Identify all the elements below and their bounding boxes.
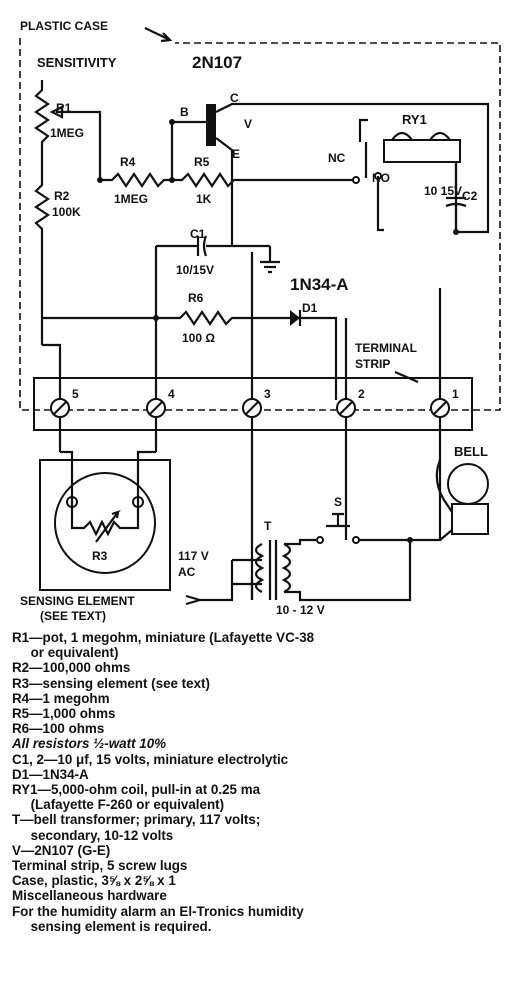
- terminal-screws: [50, 398, 450, 418]
- r1-value: 1MEG: [50, 126, 84, 140]
- ac-label-2: AC: [178, 565, 196, 579]
- r6-label: R6: [188, 291, 204, 305]
- bell-label: BELL: [454, 444, 488, 459]
- v-label: V: [244, 117, 252, 131]
- parts-list-item: R3—sensing element (see text): [12, 675, 210, 691]
- r3-arrow: [95, 509, 121, 543]
- diode-type-label: 1N34-A: [290, 275, 349, 294]
- secondary-label: 10 - 12 V: [276, 603, 325, 617]
- c2-value: 10 15V: [424, 184, 462, 198]
- sensing-element-label-1: SENSING ELEMENT: [20, 594, 135, 608]
- terminal-2-label: 2: [358, 387, 365, 401]
- r6-resistor: [42, 310, 290, 326]
- ground-symbol: [154, 246, 280, 318]
- parts-list: R1—pot, 1 megohm, miniature (Lafayette V…: [12, 630, 512, 934]
- nc-label: NC: [328, 151, 346, 165]
- parts-list-item: R5—1,000 ohms: [12, 706, 116, 722]
- terminal-strip-label-2: STRIP: [355, 357, 390, 371]
- r6-value: 100 Ω: [182, 331, 215, 345]
- transistor-title: 2N107: [192, 53, 242, 72]
- r5-value: 1K: [196, 192, 212, 206]
- bell-body: [451, 503, 489, 535]
- terminal-upper-wires: [42, 252, 442, 399]
- d1-diode: [290, 310, 300, 326]
- parts-list-item: Miscellaneous hardware: [12, 888, 167, 904]
- r4-label: R4: [120, 155, 136, 169]
- r4-r5-resistors: [100, 172, 356, 188]
- wiper-wire: [56, 110, 102, 180]
- terminal-1-label: 1: [452, 387, 459, 401]
- r2-value: 100K: [52, 205, 81, 219]
- parts-list-item: R2—100,000 ohms: [12, 660, 131, 676]
- parts-list-item: C1, 2—10 μf, 15 volts, miniature electro…: [12, 751, 289, 767]
- collector-label: C: [230, 91, 239, 105]
- parts-list-item: R4—1 megohm: [12, 690, 110, 706]
- transformer-label: T: [264, 519, 272, 533]
- terminal-lower-wires: [58, 417, 442, 600]
- c2-capacitor: [445, 162, 467, 232]
- sensing-element-circle: [54, 472, 156, 574]
- ac-label-1: 117 V: [178, 549, 209, 563]
- ac-arrow: [185, 594, 201, 606]
- primary-wires: [200, 558, 262, 602]
- plastic-case-label: PLASTIC CASE: [20, 19, 108, 33]
- bell-wires: [435, 459, 453, 541]
- terminal-5-label: 5: [72, 387, 79, 401]
- parts-list-item: secondary, 10-12 volts: [12, 827, 174, 843]
- switch-s: [326, 512, 410, 542]
- relay-coil-loops: [391, 131, 451, 141]
- case-pointer: [144, 27, 173, 43]
- sensitivity-label: SENSITIVITY: [37, 55, 117, 70]
- r5-label: R5: [194, 155, 210, 169]
- schematic-diagram: PLASTIC CASE SENSITIVITY 2N107 R1 1MEG R…: [19, 19, 501, 623]
- switch-label: S: [334, 495, 342, 509]
- parts-list-item: R1—pot, 1 megohm, miniature (Lafayette V…: [12, 630, 315, 645]
- c1-label: C1: [190, 227, 206, 241]
- emitter-label: E: [232, 147, 240, 161]
- parts-list-item: Terminal strip, 5 screw lugs: [12, 858, 188, 874]
- transistor-base-bar: [206, 104, 216, 146]
- r3-label: R3: [92, 549, 108, 563]
- secondary-wires: [284, 538, 412, 602]
- terminal-strip-label-1: TERMINAL: [355, 341, 417, 355]
- parts-list-item: All resistors ½-watt 10%: [12, 736, 167, 752]
- plastic-case-outline: [19, 38, 501, 411]
- c2-label: C2: [462, 189, 478, 203]
- parts-list-item: (Lafayette F-260 or equivalent): [12, 797, 225, 813]
- parts-list-item: RY1—5,000-ohm coil, pull-in at 0.25 ma: [12, 782, 261, 798]
- parts-list-item: Case, plastic, 3⅝ x 2⅝ x 1: [12, 873, 176, 889]
- c1-capacitor: [156, 180, 234, 257]
- parts-list-item: T—bell transformer; primary, 117 volts;: [12, 812, 261, 828]
- parts-list-item: R6—100 ohms: [12, 721, 105, 737]
- parts-list-item: or equivalent): [12, 645, 119, 661]
- terminal-3-label: 3: [264, 387, 271, 401]
- sensing-element-box: [39, 459, 171, 591]
- d1-label: D1: [302, 301, 318, 315]
- c1-value: 10/15V: [176, 263, 214, 277]
- r1-r2-resistors: [34, 80, 50, 345]
- sensing-element-label-2: (SEE TEXT): [40, 609, 106, 623]
- parts-list-item: V—2N107 (G-E): [12, 842, 111, 858]
- diode-wire: [298, 310, 338, 400]
- ry1-label: RY1: [402, 112, 427, 127]
- base-label: B: [180, 105, 189, 119]
- relay-coil: [383, 139, 461, 163]
- r3-resistor: [60, 450, 156, 537]
- collector-emitter-leads: [215, 102, 238, 180]
- parts-list-item: D1—1N34-A: [12, 766, 89, 782]
- collector-wire: [238, 102, 490, 234]
- transformer-secondary: [281, 543, 292, 593]
- r4-value: 1MEG: [114, 192, 148, 206]
- parts-list-item: sensing element is required.: [12, 918, 212, 934]
- relay-armature: [358, 118, 368, 178]
- terminal-4-label: 4: [168, 387, 175, 401]
- r2-label: R2: [54, 189, 70, 203]
- parts-list-item: For the humidity alarm an El-Tronics hum…: [12, 903, 304, 919]
- bell-dome: [447, 463, 489, 505]
